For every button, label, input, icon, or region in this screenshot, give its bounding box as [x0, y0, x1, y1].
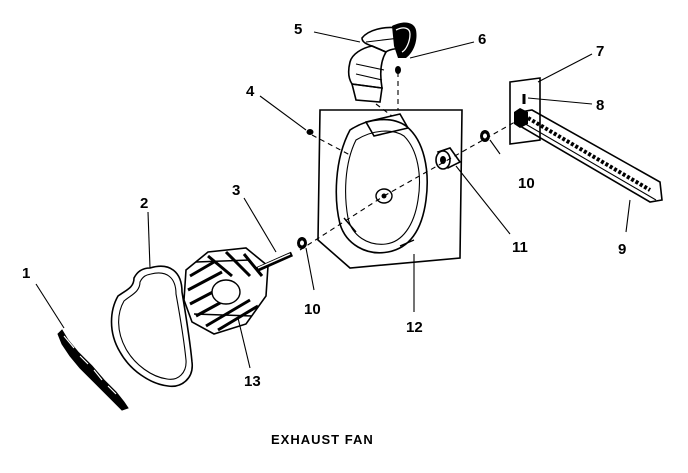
callout-11: 11 — [512, 239, 528, 256]
part-6-clamp — [392, 22, 417, 74]
part-5-elbow — [347, 26, 406, 103]
part-2-gasket — [110, 265, 193, 387]
part-13-fan-wheel — [183, 247, 269, 335]
callouts: 1 2 3 4 5 6 7 8 9 10 10 11 12 13 — [22, 21, 626, 390]
callout-4: 4 — [246, 83, 255, 100]
diagram-caption: EXHAUST FAN — [271, 432, 374, 447]
callout-9: 9 — [618, 241, 626, 258]
callout-6: 6 — [478, 31, 486, 48]
callout-10-left: 10 — [304, 301, 321, 318]
callout-12: 12 — [406, 319, 423, 336]
assembly-lines — [299, 72, 523, 251]
leader-lines — [35, 31, 631, 369]
callout-3: 3 — [232, 182, 240, 199]
callout-8: 8 — [596, 97, 604, 114]
callout-13: 13 — [244, 373, 261, 390]
callout-1: 1 — [22, 265, 30, 282]
part-3-shaft — [254, 251, 294, 273]
callout-10-right: 10 — [518, 175, 535, 192]
part-9-rail — [519, 109, 663, 203]
callout-2: 2 — [140, 195, 148, 212]
part-4-screw — [306, 129, 314, 135]
callout-7: 7 — [596, 43, 604, 60]
part-12-fan-housing — [317, 109, 463, 269]
part-10-washer-left — [297, 237, 307, 249]
part-10-washer-right — [480, 130, 490, 142]
part-1-seal-strip — [57, 329, 129, 411]
callout-5: 5 — [294, 21, 302, 38]
